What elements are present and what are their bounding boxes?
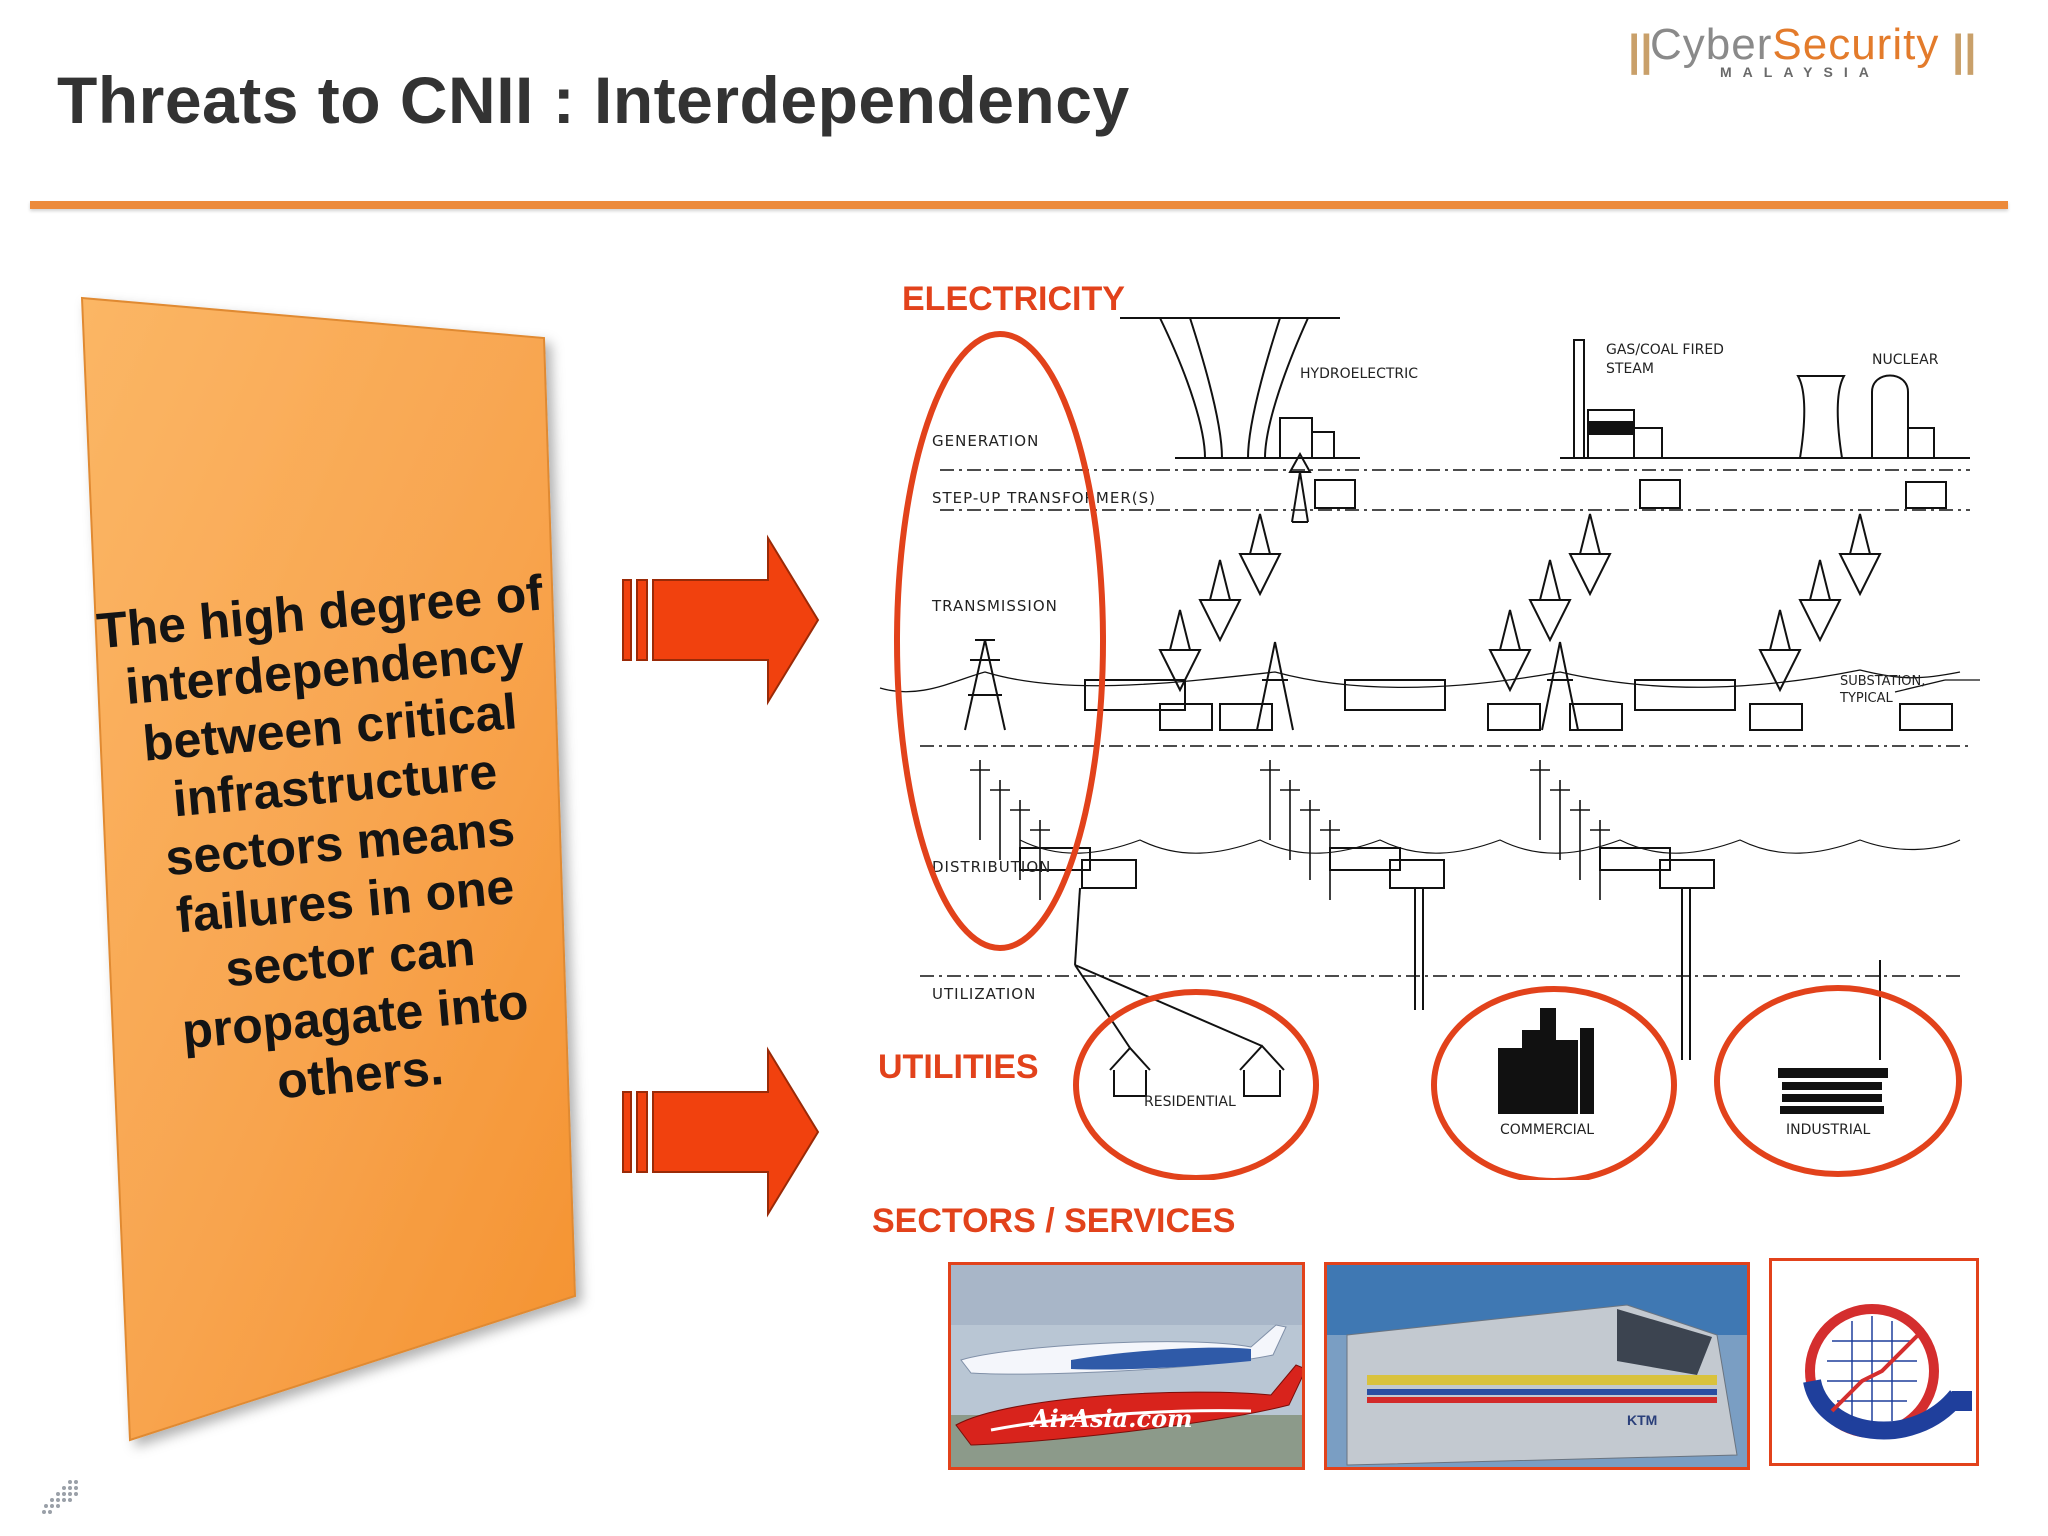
- house-icon: [1109, 1046, 1151, 1097]
- callout-text: The high degree of interdependency betwe…: [94, 564, 545, 1110]
- highlight-commercial-ellipse: [1431, 986, 1677, 1180]
- logo-bars-right: ||: [1952, 26, 1977, 75]
- level-utilization: UTILIZATION: [932, 985, 1036, 1003]
- label-utilities: UTILITIES: [878, 1048, 1039, 1086]
- substation-label-2: TYPICAL: [1839, 691, 1894, 706]
- airline-logo-text: AirAsia.com: [1029, 1404, 1193, 1433]
- commercial-buildings-icon: [1498, 1008, 1594, 1114]
- highlight-industrial-ellipse: [1714, 985, 1962, 1177]
- logo-bars-left: ||: [1628, 26, 1653, 75]
- photo-airlines: AirAsia.com: [948, 1262, 1305, 1470]
- cybersecurity-malaysia-logo: || CyberSecurity || MALAYSIA: [1628, 20, 1978, 82]
- label-sectors-services: SECTORS / SERVICES: [872, 1202, 1236, 1240]
- level-distribution: DISTRIBUTION: [932, 858, 1051, 876]
- title-divider: [30, 201, 2008, 209]
- plant-hydroelectric: HYDROELECTRIC: [1300, 366, 1418, 382]
- callout-panel: [80, 296, 577, 1442]
- plant-gas-coal: GAS/COAL FIRED: [1606, 342, 1724, 358]
- consumer-commercial: COMMERCIAL: [1500, 1122, 1594, 1138]
- level-generation: GENERATION: [932, 432, 1039, 450]
- arrow-electricity: [622, 534, 820, 706]
- level-step-up: STEP-UP TRANSFORMER(S): [932, 489, 1156, 507]
- plant-steam: STEAM: [1606, 361, 1654, 377]
- corner-dots-decoration: [42, 1480, 78, 1514]
- substation-label: SUBSTATION,: [1840, 674, 1925, 689]
- logo-wordmark: CyberSecurity: [1650, 20, 1940, 69]
- label-electricity: ELECTRICITY: [902, 280, 1125, 318]
- highlight-residential-ellipse: [1073, 989, 1319, 1180]
- logo-subtitle: MALAYSIA: [1720, 64, 1880, 80]
- industrial-plant-icon: [1778, 1068, 1888, 1114]
- highlight-levels-ellipse: [894, 331, 1106, 951]
- train-logo-text: KTM: [1627, 1412, 1657, 1428]
- photo-energy-logo: [1769, 1258, 1979, 1466]
- consumer-residential: RESIDENTIAL: [1144, 1094, 1236, 1110]
- transmission-towers: [964, 451, 1882, 731]
- house-icon: [1239, 1044, 1285, 1097]
- consumer-industrial: INDUSTRIAL: [1786, 1122, 1871, 1138]
- photo-train: KTM: [1324, 1262, 1750, 1470]
- plant-nuclear: NUCLEAR: [1872, 352, 1939, 368]
- level-transmission: TRANSMISSION: [931, 597, 1058, 615]
- arrow-utilities: [622, 1046, 820, 1218]
- slide-title: Threats to CNII : Interdependency: [57, 63, 1130, 137]
- power-grid-diagram: GENERATION STEP-UP TRANSFORMER(S) TRANSM…: [879, 317, 1980, 1180]
